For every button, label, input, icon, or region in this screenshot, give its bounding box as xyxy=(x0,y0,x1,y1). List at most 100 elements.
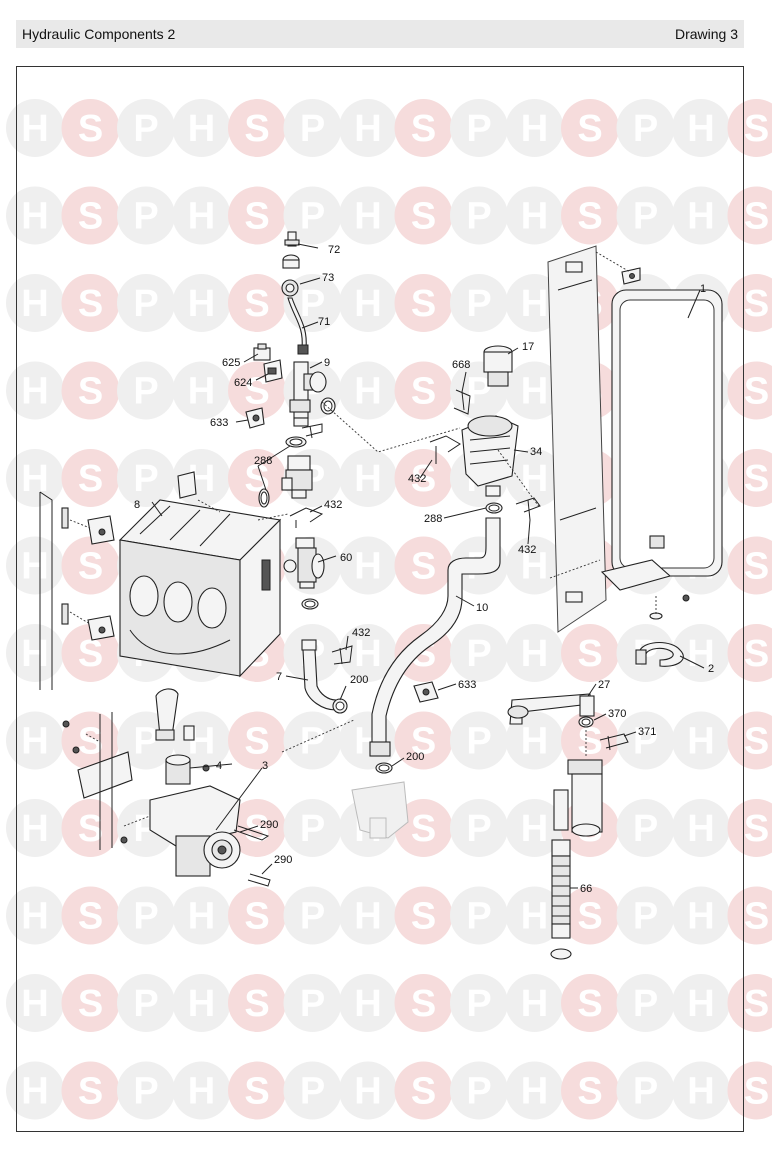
part-633-clip-upper xyxy=(245,407,265,429)
part-34-hydroblock xyxy=(461,415,519,497)
pump-mounting-bracket xyxy=(77,712,133,850)
watermark-letter: S xyxy=(411,896,436,938)
part-label-200-center: 200 xyxy=(406,751,424,763)
watermark-circle xyxy=(394,449,453,507)
watermark-circle xyxy=(727,624,772,682)
watermark-circle xyxy=(672,1061,730,1120)
watermark-circle xyxy=(672,711,730,770)
watermark-circle xyxy=(450,886,508,945)
watermark-letter: S xyxy=(244,983,269,1025)
watermark-circle xyxy=(6,886,64,945)
watermark-circle xyxy=(561,1061,619,1120)
watermark-circle xyxy=(394,886,453,945)
part-432-clip-lower xyxy=(331,645,353,665)
watermark-letter: P xyxy=(633,196,658,238)
watermark-letter: H xyxy=(354,896,381,938)
watermark-letter: S xyxy=(244,896,269,938)
watermark-letter: H xyxy=(21,1071,48,1113)
watermark-letter: S xyxy=(78,808,103,850)
watermark-circle xyxy=(283,974,342,1032)
part-label-8: 8 xyxy=(134,499,140,511)
watermark-letter: P xyxy=(133,458,158,500)
watermark-circle xyxy=(561,186,619,245)
part-label-290-lower: 290 xyxy=(274,854,292,866)
watermark-circle xyxy=(450,274,508,332)
watermark-letter: S xyxy=(744,896,769,938)
watermark-circle xyxy=(727,361,772,420)
watermark-letter: P xyxy=(633,721,658,763)
part-71-pipe xyxy=(287,297,309,355)
watermark-circle xyxy=(394,711,453,770)
watermark-circle xyxy=(228,99,286,157)
watermark-letter: P xyxy=(133,108,158,150)
watermark-circle xyxy=(172,974,231,1032)
watermark-circle xyxy=(450,1061,508,1120)
watermark-letter: H xyxy=(188,283,215,325)
watermark-circle xyxy=(6,536,64,595)
watermark-letter: H xyxy=(188,896,215,938)
part-label-4: 4 xyxy=(216,760,222,772)
watermark-circle xyxy=(450,799,508,857)
watermark-letter: S xyxy=(411,808,436,850)
watermark-circle xyxy=(616,186,675,245)
watermark-letter: P xyxy=(300,283,325,325)
watermark-letter: P xyxy=(133,721,158,763)
watermark-letter: S xyxy=(244,721,269,763)
watermark-circle xyxy=(394,274,453,332)
watermark-letter: P xyxy=(633,983,658,1025)
watermark-letter: P xyxy=(466,283,491,325)
watermark-circle xyxy=(6,99,64,157)
part-label-371: 371 xyxy=(638,726,656,738)
watermark-circle xyxy=(117,186,175,245)
part-200-ring-center xyxy=(375,762,393,774)
watermark-circle xyxy=(727,886,772,945)
watermark-circle xyxy=(228,1061,286,1120)
watermark-circle xyxy=(339,1061,397,1120)
part-432-clip-middle xyxy=(289,507,324,528)
watermark-circle xyxy=(283,799,342,857)
watermark-letter: S xyxy=(744,983,769,1025)
vessel-bottom-bracket xyxy=(600,559,690,602)
watermark-circle xyxy=(339,186,397,245)
dashed-connection-lines xyxy=(69,251,657,827)
part-8-heat-exchanger xyxy=(118,499,282,678)
watermark-circle xyxy=(61,799,120,857)
watermark-letter: S xyxy=(744,371,769,413)
watermark-circle xyxy=(6,361,64,420)
watermark-letter: P xyxy=(300,721,325,763)
part-label-432-d: 432 xyxy=(518,544,536,556)
watermark-circle xyxy=(61,536,120,595)
valve-body-lower-ghost xyxy=(351,781,409,839)
watermark-circle xyxy=(228,711,286,770)
watermark-circle xyxy=(505,449,564,507)
part-label-3: 3 xyxy=(262,760,268,772)
watermark-circle xyxy=(616,99,675,157)
watermark-circle xyxy=(727,99,772,157)
watermark-circle xyxy=(6,449,64,507)
watermark-letter: H xyxy=(21,108,48,150)
watermark-letter: H xyxy=(687,108,714,150)
watermark-letter: P xyxy=(633,896,658,938)
part-label-624: 624 xyxy=(234,377,252,389)
watermark-circle xyxy=(672,799,730,857)
part-4-air-vent xyxy=(165,725,195,785)
part-label-60: 60 xyxy=(340,552,352,564)
watermark-letter: H xyxy=(687,721,714,763)
watermark-letter: H xyxy=(354,196,381,238)
watermark-letter: S xyxy=(744,633,769,675)
watermark-letter: H xyxy=(687,983,714,1025)
watermark-circle xyxy=(117,99,175,157)
watermark-circle xyxy=(61,186,120,245)
watermark-letter: S xyxy=(78,283,103,325)
watermark-circle xyxy=(616,886,675,945)
watermark-circle xyxy=(172,361,231,420)
part-label-625: 625 xyxy=(222,357,240,369)
watermark-letter: S xyxy=(577,896,602,938)
part-label-34: 34 xyxy=(530,446,542,458)
watermark-letter: P xyxy=(633,808,658,850)
watermark-letter: S xyxy=(411,546,436,588)
part-label-633-lower: 633 xyxy=(458,679,476,691)
watermark-circle xyxy=(505,536,564,595)
watermark-letter: H xyxy=(21,546,48,588)
watermark-circle xyxy=(727,186,772,245)
